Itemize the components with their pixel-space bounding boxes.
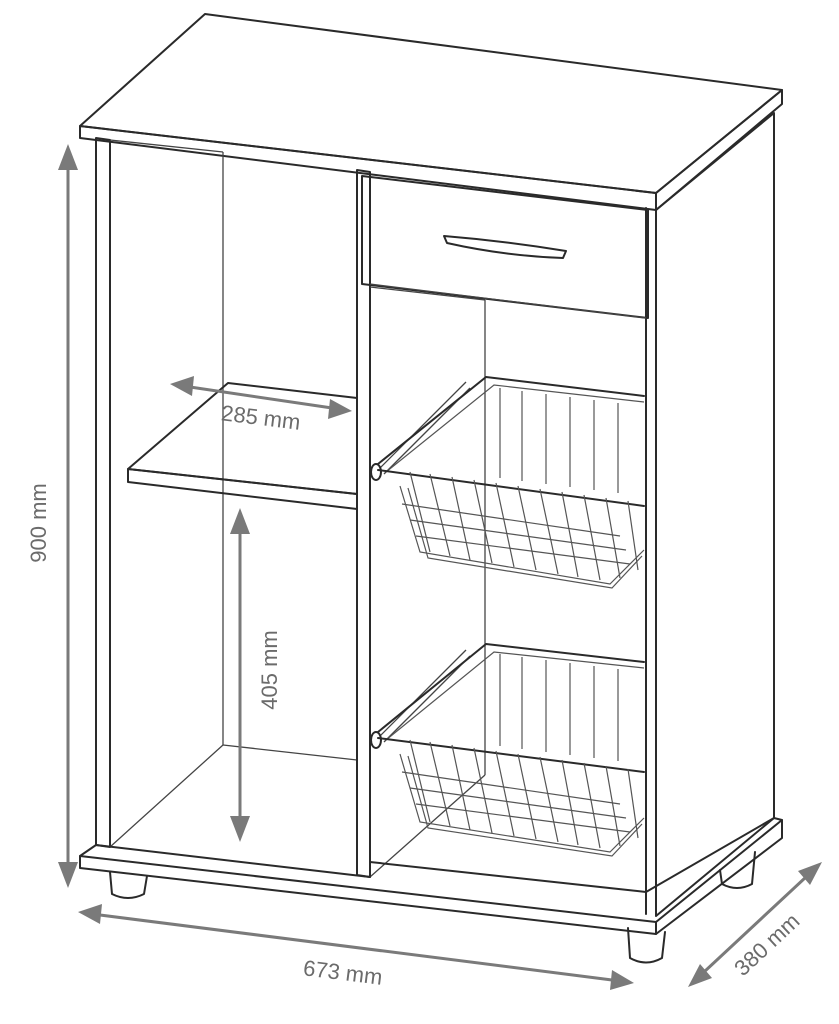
shelf-depth-dimension: 285 mm bbox=[170, 376, 352, 435]
central-divider bbox=[356, 169, 371, 878]
bottom-panel bbox=[79, 817, 783, 935]
upper-basket[interactable] bbox=[370, 376, 645, 589]
shelf-clearance-dimension: 405 mm bbox=[230, 508, 282, 842]
left-side-panel bbox=[95, 137, 224, 848]
foot-back-right bbox=[719, 851, 756, 889]
drawer bbox=[361, 175, 649, 319]
width-label: 673 mm bbox=[302, 955, 384, 990]
right-bay-back bbox=[369, 286, 486, 878]
foot-front-left bbox=[109, 871, 148, 899]
foot-front-right bbox=[627, 927, 666, 964]
shelf-clearance-label: 405 mm bbox=[257, 630, 282, 709]
shelf bbox=[127, 382, 358, 510]
shelf-depth-label: 285 mm bbox=[220, 400, 302, 435]
feet bbox=[109, 851, 756, 964]
height-dimension: 900 mm bbox=[26, 144, 78, 888]
lower-basket[interactable] bbox=[370, 643, 645, 857]
lower-basket-wires bbox=[401, 654, 639, 849]
width-dimension: 673 mm bbox=[78, 904, 634, 990]
drawer-handle[interactable] bbox=[443, 235, 567, 259]
left-bay-back bbox=[109, 744, 358, 848]
depth-label: 380 mm bbox=[729, 908, 804, 980]
right-side-panel bbox=[645, 112, 775, 917]
height-label: 900 mm bbox=[26, 483, 51, 562]
top-panel bbox=[79, 13, 783, 211]
upper-basket-wires bbox=[401, 388, 639, 581]
cabinet bbox=[79, 13, 783, 964]
